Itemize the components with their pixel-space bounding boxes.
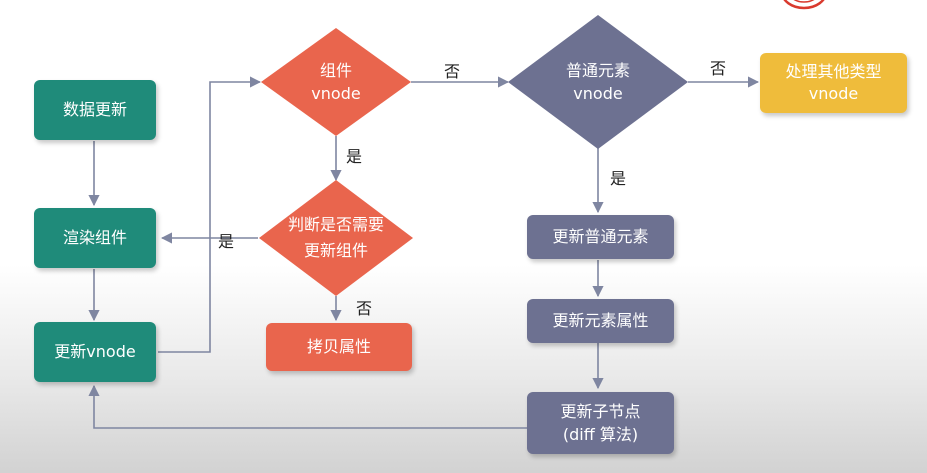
component-vnode-line2: vnode [311,84,361,103]
update-children-line2: (diff 算法) [562,425,639,444]
logo-seal [783,0,825,10]
update-children-node: 更新子节点 (diff 算法) [527,392,674,454]
update-normal-element-node: 更新普通元素 [527,215,674,259]
update-normal-element-label: 更新普通元素 [552,227,649,247]
should-update-text: 判断是否需要 更新组件 [270,212,402,264]
normal-element-vnode-diamond [508,15,688,149]
handle-other-types-line1: 处理其他类型 [785,62,882,82]
update-vnode-label: 更新vnode [54,342,136,362]
edge-children-to-update-vnode [88,384,528,429]
component-vnode-line1: 组件 [319,60,352,80]
edge-label-component-no: 否 [444,62,461,81]
edge-label-element-yes: 是 [610,169,627,188]
update-children-line1: 更新子节点 [560,401,641,421]
should-update-line2: 更新组件 [303,241,368,260]
should-update-line1: 判断是否需要 [287,214,384,234]
copy-props-node: 拷贝属性 [266,323,412,371]
edge-label-should-update-yes: 是 [218,232,235,251]
edge-label-component-yes: 是 [346,147,363,166]
update-element-props-node: 更新元素属性 [527,299,674,343]
component-vnode-text: 组件 vnode [286,58,386,106]
data-update-label: 数据更新 [62,100,127,120]
edge-label-should-update-no: 否 [356,299,373,318]
component-vnode-diamond [261,28,411,136]
data-update-node: 数据更新 [34,80,156,140]
normal-element-vnode-line2: vnode [573,84,623,103]
handle-other-types-node: 处理其他类型 vnode [760,53,907,113]
should-update-diamond [259,180,413,296]
edge-update-vnode-to-component [158,76,262,353]
handle-other-types-line2: vnode [808,84,859,103]
update-element-props-label: 更新元素属性 [552,311,649,331]
update-vnode-node: 更新vnode [34,322,156,382]
normal-element-vnode-line1: 普通元素 [565,60,630,80]
render-component-label: 渲染组件 [62,228,127,248]
render-component-node: 渲染组件 [34,208,156,268]
normal-element-vnode-text: 普通元素 vnode [548,58,648,106]
edge-label-element-no: 否 [710,59,727,78]
copy-props-label: 拷贝属性 [306,337,371,357]
